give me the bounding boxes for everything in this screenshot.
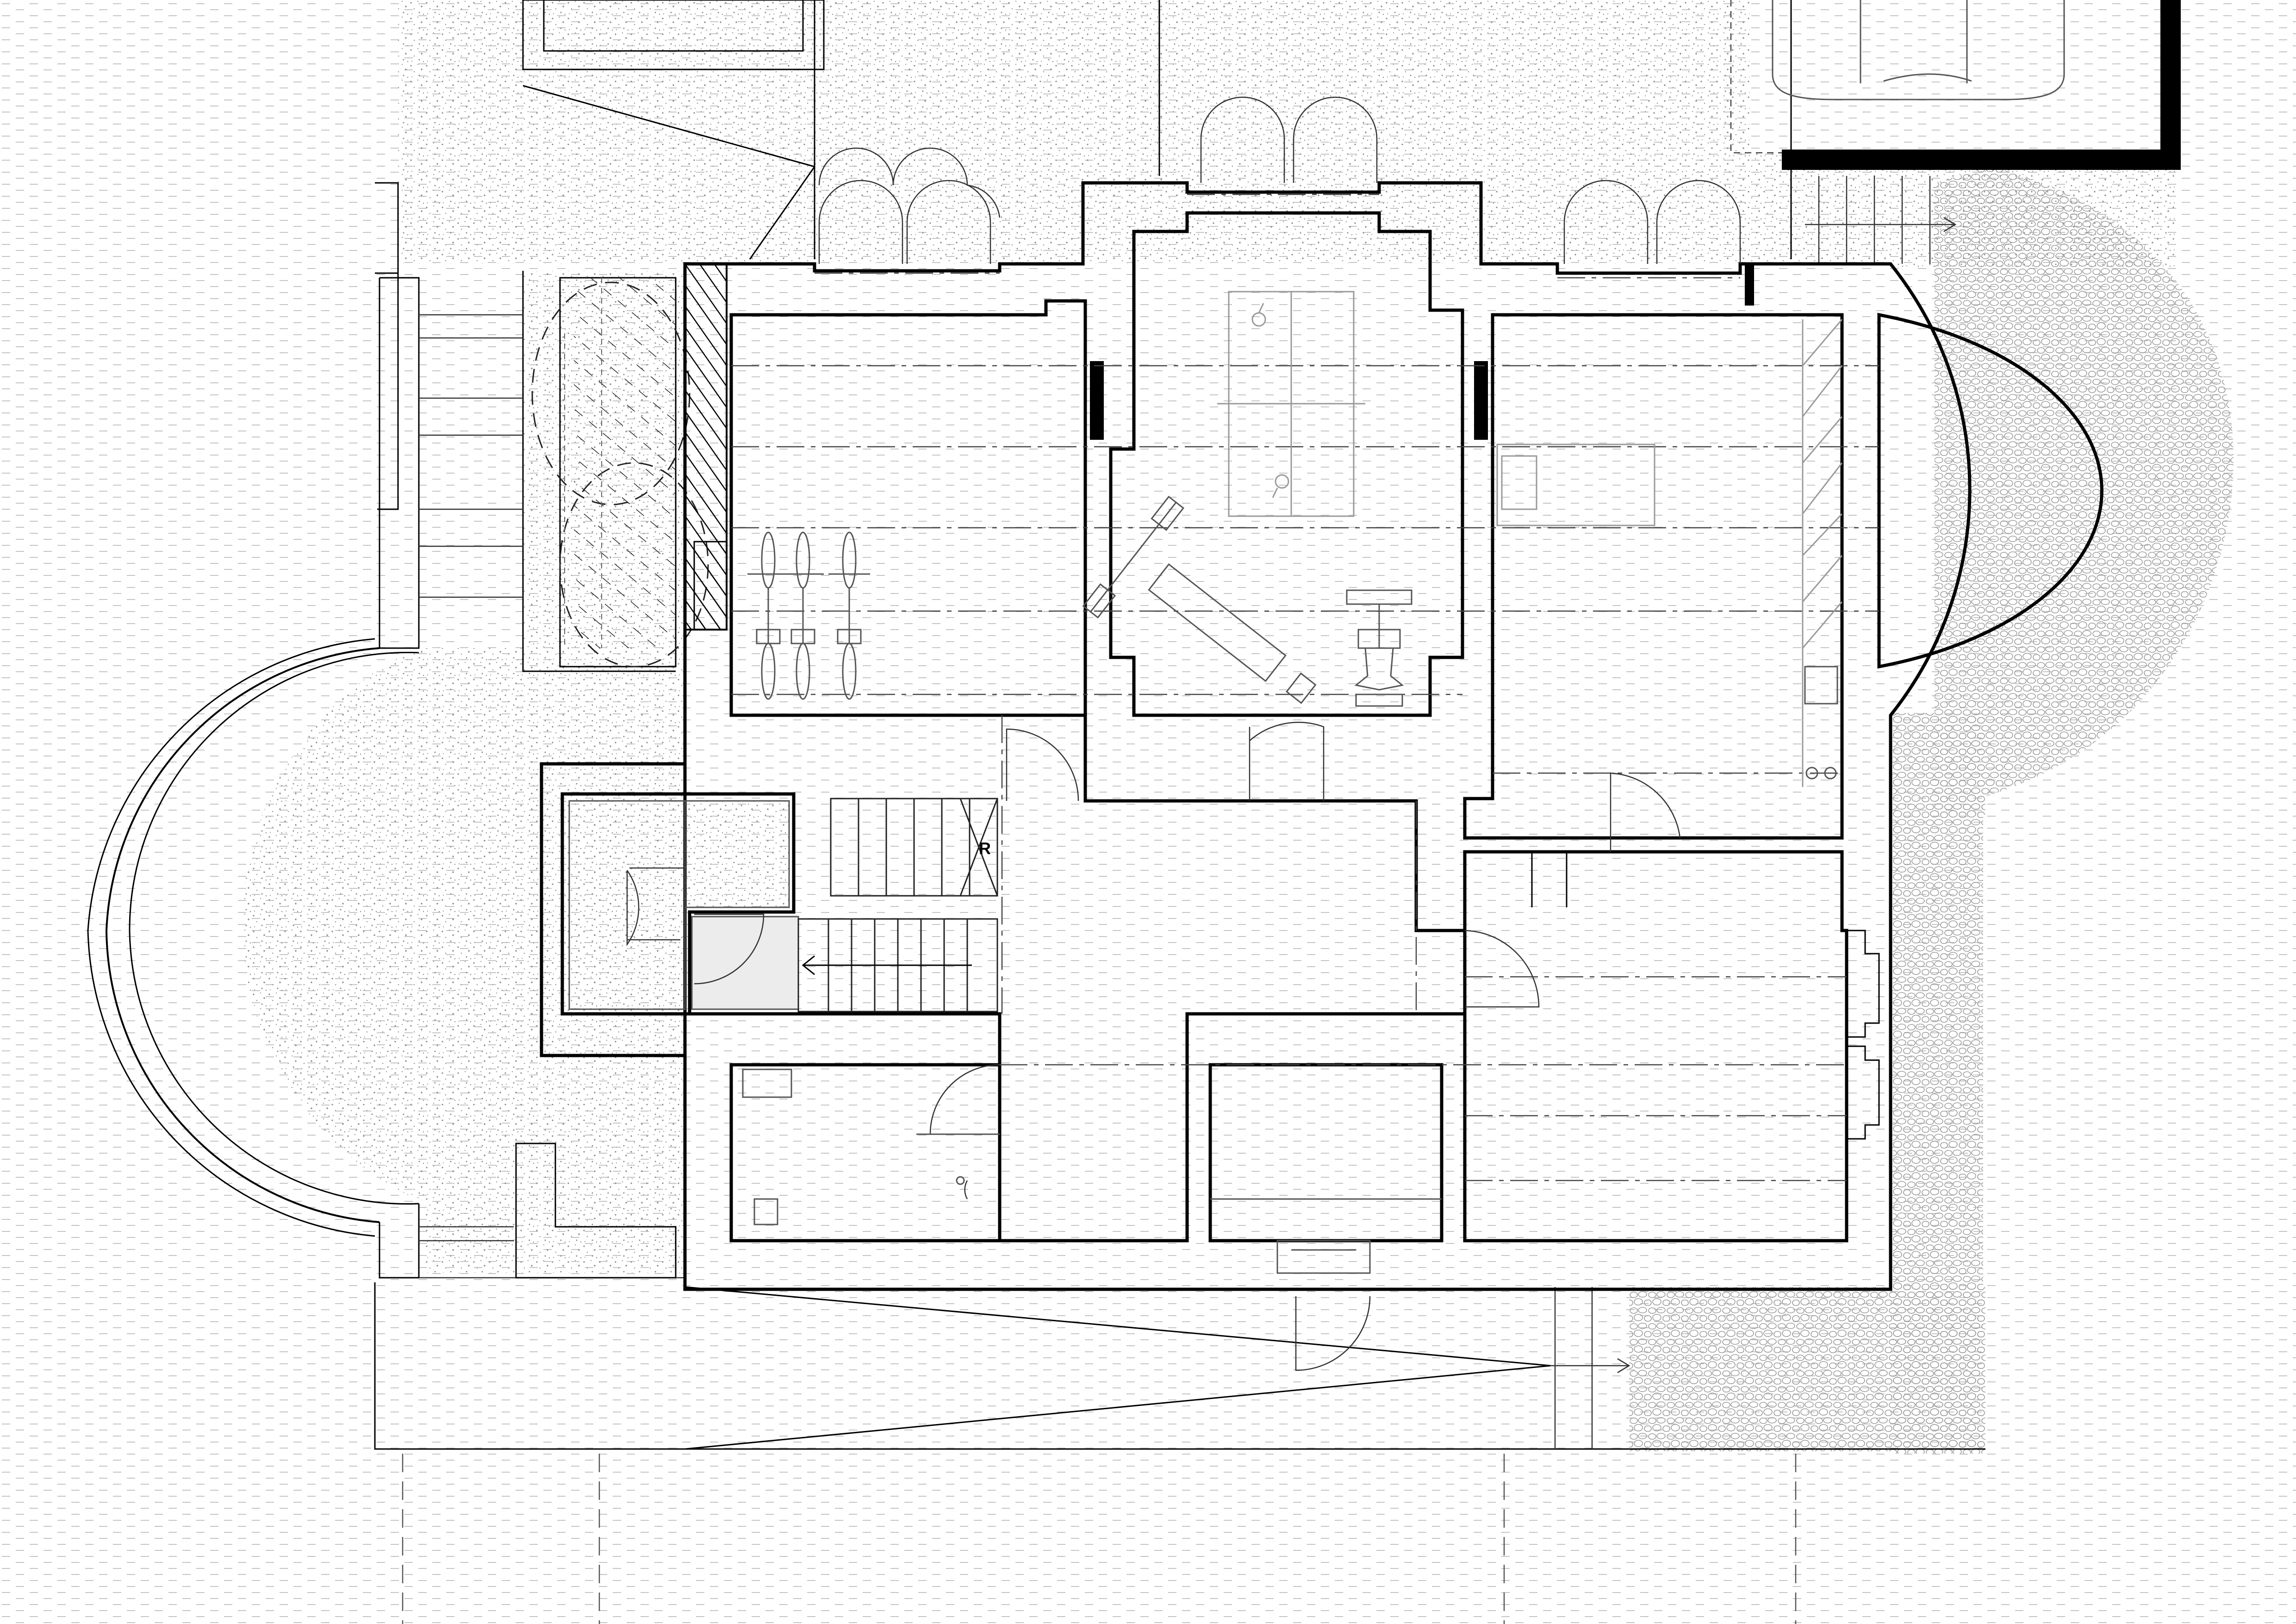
storage-room	[729, 1063, 1002, 1243]
gym-room	[1109, 211, 1464, 717]
stair-arrow-icon	[802, 955, 972, 975]
bike-room	[729, 299, 1087, 717]
bath-fittings	[742, 1068, 1000, 1225]
stair-label: R	[979, 839, 991, 858]
site-outlines	[87, 0, 1985, 1624]
ping-pong-table-icon	[1217, 291, 1365, 517]
kitchen-fittings	[1496, 319, 1843, 787]
hatched-wall-lower	[693, 541, 728, 631]
wall-pillar	[1090, 361, 1104, 440]
wall-pillar	[1474, 361, 1488, 440]
building: R	[540, 96, 2103, 1371]
semicircle-room	[1877, 312, 2103, 669]
gravel-semicircle-terrace	[242, 643, 426, 1204]
bicycle-icon	[747, 531, 870, 700]
cloak-room	[560, 792, 796, 1016]
planting-bed	[531, 278, 709, 668]
garage-wall	[1782, 0, 2181, 170]
wc-floor	[684, 800, 790, 908]
cobble-ring	[1935, 167, 2234, 815]
study-fittings	[1210, 1198, 1442, 1274]
window-bays	[1531, 852, 1880, 1140]
hall-core	[540, 715, 1467, 1243]
cobble-path-bottom	[1629, 1287, 1985, 1451]
exterior-wall	[683, 181, 1972, 1291]
wall-pillar	[1745, 264, 1754, 306]
kitchen-room	[1463, 313, 1844, 840]
lobby-floor	[691, 916, 799, 1010]
weight-bench-icon	[1082, 495, 1317, 704]
rowing-machine-icon	[1346, 589, 1412, 707]
axis-lines	[731, 194, 1879, 1181]
car-icon	[1772, 0, 2065, 100]
